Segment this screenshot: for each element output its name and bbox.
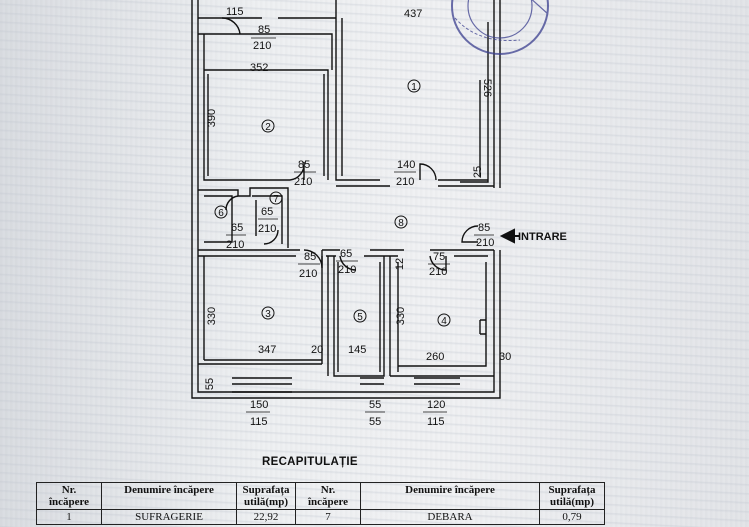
dim-85: 85 [258,24,270,36]
room1-bottom [438,179,494,187]
outer-wall-inner [197,0,495,393]
door-labels: 85 210 140 210 65 210 65 210 85 210 65 2… [226,159,494,280]
entrance-label: INTRARE [518,231,567,243]
cell-nr: 1 [36,509,102,525]
window-w: 120 [427,399,445,411]
entrance-arrow-icon [499,228,520,244]
dim-210: 210 [253,40,271,52]
table-header-row: Nr. încăpere Denumire încăpere Suprafața… [36,482,605,510]
door-h: 210 [294,176,312,188]
dim-390: 390 [206,109,218,127]
dim-20: 20 [311,344,323,356]
room2-wall [198,33,333,181]
window-right [414,377,460,385]
door-w: 85 [304,251,316,263]
outer-wall [191,0,501,399]
door-w: 65 [261,206,273,218]
door-swing [303,249,323,269]
door-h: 210 [226,239,244,251]
door-swing [429,255,447,271]
window-h: 55 [369,416,381,428]
door-swing [289,161,305,181]
door-h: 210 [429,266,447,278]
dim-526: 526 [481,79,493,97]
header-nr-2: Nr. încăpere [295,482,361,510]
room-number-6: 6 [218,208,224,219]
top-wall [198,0,337,19]
room-number-3: 3 [265,309,271,320]
room-number-2: 2 [265,122,271,133]
room3-wall [198,256,329,376]
window-left [232,377,292,393]
recap-title: RECAPITULAȚIE [262,456,358,468]
room-number-5: 5 [357,312,363,323]
door-h: 210 [396,176,414,188]
official-stamp [451,0,549,55]
door-h: 210 [258,223,276,235]
dim-25: 25 [472,166,484,178]
recap-table: Nr. încăpere Denumire încăpere Suprafața… [36,482,605,525]
door-swing [263,229,279,245]
room1-wall [335,18,390,187]
hall-wall-bottom [198,249,494,257]
room5-wall [333,256,385,377]
room-number-1: 1 [411,82,417,93]
room-number-8: 8 [398,218,404,229]
door-h: 210 [338,264,356,276]
room4-niche [479,319,486,335]
header-area: Suprafața utilă(mp) [236,482,296,510]
header-nr: Nr. încăpere [36,482,102,510]
cell-area: 22,92 [236,509,296,525]
dim-352: 352 [250,62,268,74]
header-name: Denumire încăpere [101,482,237,510]
right-wall-top [493,0,501,188]
door-swing [339,255,357,271]
cell-nr-2: 7 [295,509,361,525]
dim-115: 115 [226,6,244,18]
door-swing [221,17,241,35]
room1-right [460,22,489,183]
dim-260: 260 [426,351,444,363]
door-h: 210 [299,268,317,280]
door-swing [419,163,437,181]
header-name-2: Denumire încăpere [360,482,540,510]
window-h: 115 [427,416,445,428]
window-w: 55 [369,399,381,411]
cell-name-2: DEBARA [360,509,540,525]
door-w: 85 [298,159,310,171]
window-h: 115 [250,416,268,428]
cell-area-2: 0,79 [539,509,605,525]
dim-30: 30 [499,351,511,363]
dim-12: 12 [394,258,406,270]
dim-330-left: 330 [206,307,218,325]
dim-330-mid: 330 [395,307,407,325]
door-w: 65 [231,222,243,234]
room6-wall [198,187,289,248]
table-row: 1 SUFRAGERIE 22,92 7 DEBARA 0,79 [36,509,605,525]
window-mid [360,377,384,385]
room-number-4: 4 [441,316,447,327]
room-number-7: 7 [273,194,279,205]
header-area-2: Suprafața utilă(mp) [539,482,605,510]
cell-name: SUFRAGERIE [101,509,237,525]
room-markers [214,79,451,327]
door-h: 210 [476,237,494,249]
dim-55: 55 [204,378,216,390]
dim-145: 145 [348,344,366,356]
room2-inner [207,74,325,176]
window-w: 150 [250,399,268,411]
dim-347: 347 [258,344,276,356]
door-w: 85 [478,222,490,234]
dim-437: 437 [404,8,422,20]
door-w: 140 [397,159,415,171]
room4-wall [389,256,494,377]
door-w: 75 [433,251,445,263]
door-w: 65 [340,248,352,260]
door-swing [461,225,479,243]
